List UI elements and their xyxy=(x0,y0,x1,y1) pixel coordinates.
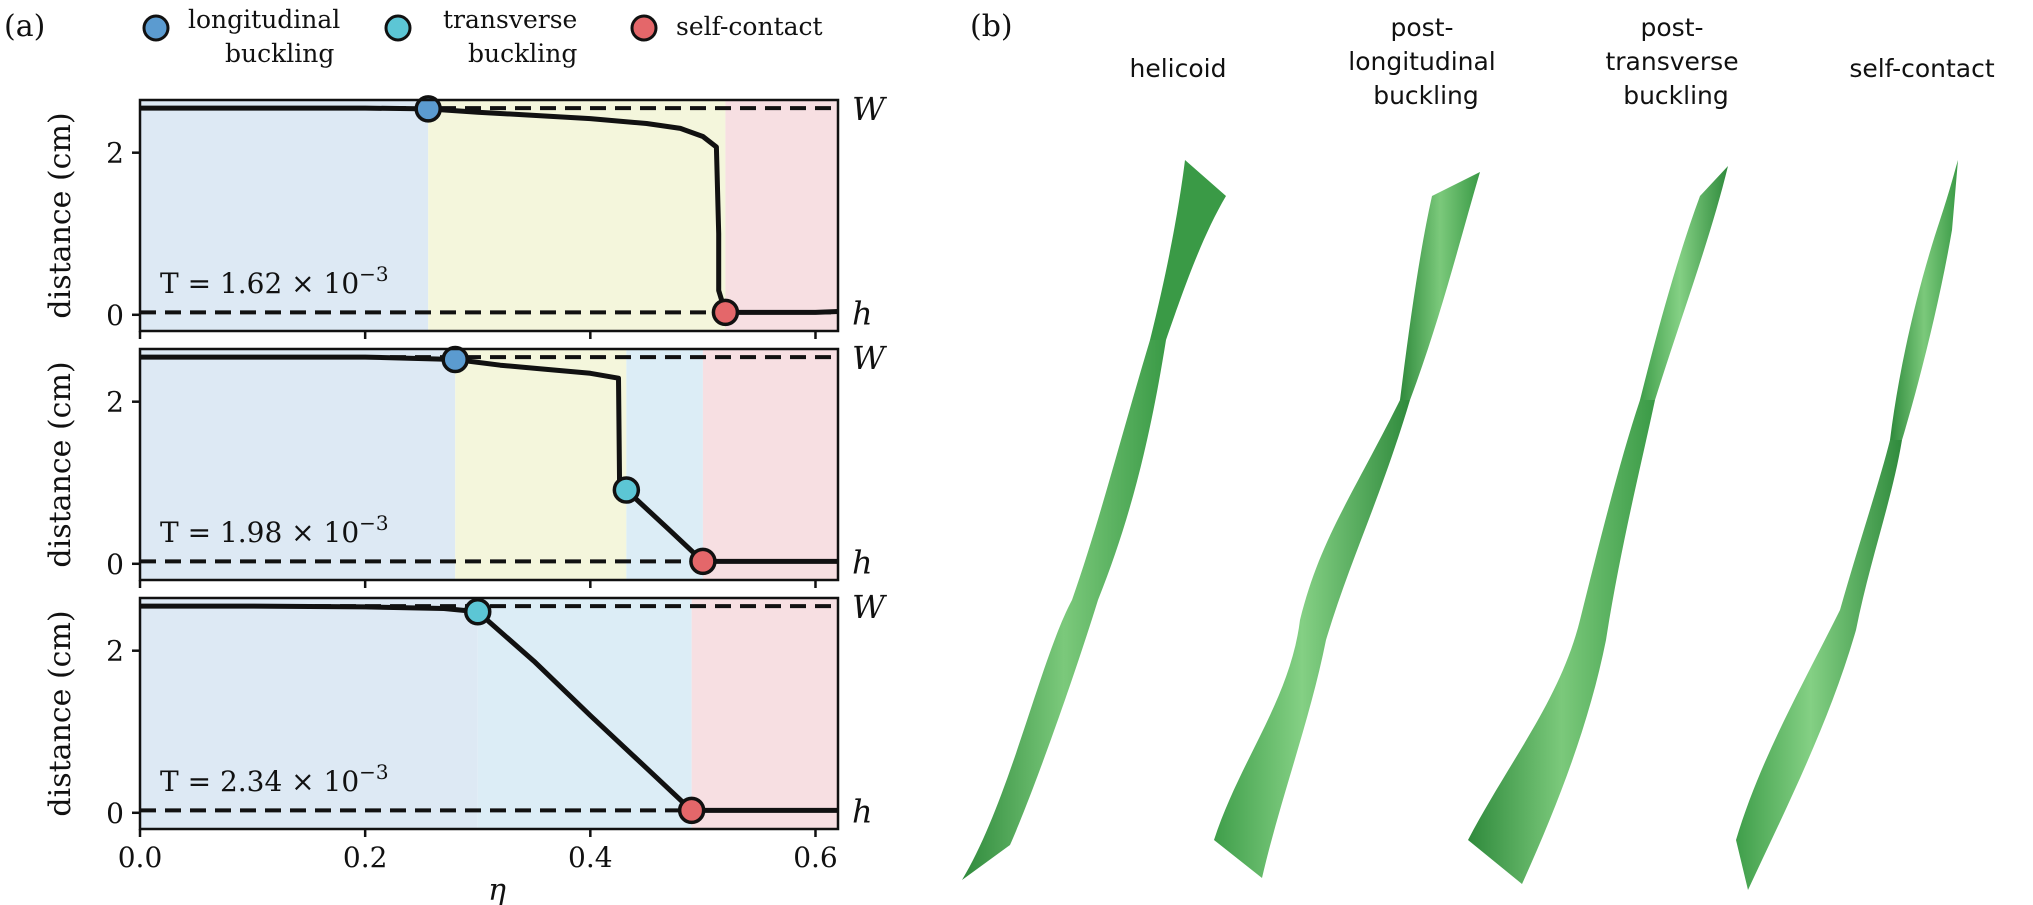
chart-1: Wh 0 2 distance (cm) T = 1.62 × 10−3 xyxy=(43,90,888,339)
chart-3-ylabel: distance (cm) xyxy=(43,610,78,816)
chart-2-region-3 xyxy=(626,349,703,580)
ribbon-title-post-transverse: post- transverse buckling xyxy=(1605,13,1746,110)
panel-label-b: (b) xyxy=(970,9,1013,44)
chart-1-frame xyxy=(138,98,840,333)
ribbon-title-post-longitudinal-line3: buckling xyxy=(1373,81,1479,110)
chart-3-series-line xyxy=(140,603,838,813)
legend-label-longitudinal-1: longitudinal xyxy=(188,5,340,34)
chart-1-marker-self-contact xyxy=(711,298,740,327)
ribbon-title-post-transverse-line1: post- xyxy=(1641,13,1704,42)
ribbon-post-longitudinal-upper xyxy=(1400,172,1480,400)
chart-1-ylabel: distance (cm) xyxy=(43,112,78,318)
legend-marker-self-contact xyxy=(630,14,658,42)
ribbon-self-contact xyxy=(1736,160,1958,890)
chart-2-series-line xyxy=(140,354,838,564)
legend-label-longitudinal-2: buckling xyxy=(225,39,334,68)
chart-3-xtick-label-3: 0.6 xyxy=(793,841,838,874)
chart-3-xtick-label-0: 0.0 xyxy=(118,841,163,874)
ribbon-self-contact-lower xyxy=(1736,440,1902,890)
chart-3-annotation-main: T = 2.34 × 10 xyxy=(160,765,359,798)
ribbon-title-post-longitudinal-line1: post- xyxy=(1391,13,1454,42)
chart-2-frame xyxy=(138,347,840,582)
chart-3-refline-label-h: h xyxy=(852,792,873,830)
ribbon-helicoid xyxy=(962,160,1226,880)
chart-2-marker-transverse xyxy=(612,476,641,504)
chart-3-region-3 xyxy=(691,598,838,829)
chart-1-annotation: T = 1.62 × 10−3 xyxy=(160,262,389,300)
legend-label-transverse-2: buckling xyxy=(468,39,577,68)
x-axis-label: η xyxy=(488,873,506,905)
chart-2-annotation-exponent: −3 xyxy=(359,511,388,535)
ribbon-title-post-longitudinal: post- longitudinal buckling xyxy=(1348,13,1503,110)
chart-1-region-1 xyxy=(140,100,429,331)
ribbon-post-transverse-upper xyxy=(1640,166,1728,400)
chart-3-frame xyxy=(138,596,840,831)
chart-1-region-2 xyxy=(428,100,726,331)
chart-3-xtick-label-2: 0.4 xyxy=(568,841,613,874)
chart-1-ytick-label-2: 2 xyxy=(106,137,124,170)
chart-3-ytick-label-2: 2 xyxy=(106,635,124,668)
chart-3-ytick-label-0: 0 xyxy=(106,797,124,830)
ribbon-post-transverse xyxy=(1468,166,1728,884)
legend-label-transverse-1: transverse xyxy=(443,5,577,34)
chart-2-marker-self-contact xyxy=(689,547,717,576)
chart-2-refline-label-h: h xyxy=(852,543,873,581)
chart-2-annotation-main: T = 1.98 × 10 xyxy=(160,516,359,549)
chart-3-marker-transverse xyxy=(463,598,492,626)
ribbon-post-longitudinal xyxy=(1214,172,1480,878)
chart-2-region-1 xyxy=(140,349,456,580)
chart-2-region-2 xyxy=(455,349,627,580)
chart-1-marker-longitudinal xyxy=(414,95,442,123)
chart-3-marker-self-contact xyxy=(677,796,706,825)
chart-2-ytick-label-0: 0 xyxy=(106,548,124,581)
ribbon-titles: helicoid post- longitudinal buckling pos… xyxy=(1130,13,1995,110)
chart-2-ytick-label-2: 2 xyxy=(106,386,124,419)
chart-3-xtick-label-1: 0.2 xyxy=(343,841,388,874)
legend-marker-longitudinal xyxy=(142,14,170,42)
chart-3-annotation-exponent: −3 xyxy=(359,760,388,784)
chart-2-region-4 xyxy=(702,349,838,580)
chart-2-annotation: T = 1.98 × 10−3 xyxy=(160,511,389,549)
chart-3-refline-label-W: W xyxy=(852,588,888,626)
chart-1-refline-label-h: h xyxy=(852,294,873,332)
chart-2-ylabel: distance (cm) xyxy=(43,361,78,567)
chart-3-annotation: T = 2.34 × 10−3 xyxy=(160,760,389,798)
ribbon-title-helicoid: helicoid xyxy=(1130,54,1227,83)
chart-3: Wh 0 2 0.0 0.2 0.4 0.6 distance (cm) T = 2.34 × … xyxy=(43,588,888,874)
ribbon-title-self-contact: self-contact xyxy=(1849,54,1995,83)
ribbon-title-self-contact-line1: self-contact xyxy=(1849,54,1995,83)
ribbon-post-transverse-lower xyxy=(1468,400,1655,884)
legend: longitudinal buckling transverse bucklin… xyxy=(142,5,823,68)
chart-2-refline-label-W: W xyxy=(852,339,888,377)
ribbon-self-contact-upper xyxy=(1890,160,1958,440)
chart-1-annotation-main: T = 1.62 × 10 xyxy=(160,267,359,300)
chart-1-refline-label-W: W xyxy=(852,90,888,128)
ribbon-title-post-transverse-line3: buckling xyxy=(1623,81,1729,110)
chart-2: Wh 0 2 distance (cm) T = 1.98 × 10−3 xyxy=(43,339,888,588)
ribbon-helicoid-upper xyxy=(1150,160,1226,340)
chart-1-annotation-exponent: −3 xyxy=(359,262,388,286)
ribbon-title-helicoid-line1: helicoid xyxy=(1130,54,1227,83)
ribbon-title-post-longitudinal-line2: longitudinal xyxy=(1348,47,1495,76)
ribbon-helicoid-lower xyxy=(962,340,1166,880)
chart-1-region-3 xyxy=(725,100,838,331)
chart-3-region-1 xyxy=(140,598,478,829)
panel-label-a: (a) xyxy=(4,9,45,44)
ribbon-title-post-transverse-line2: transverse xyxy=(1605,47,1738,76)
chart-1-ytick-label-0: 0 xyxy=(106,299,124,332)
ribbon-post-longitudinal-lower xyxy=(1214,400,1410,878)
legend-label-self-contact: self-contact xyxy=(676,12,823,41)
legend-marker-transverse xyxy=(384,14,412,42)
chart-2-marker-longitudinal xyxy=(441,345,469,374)
